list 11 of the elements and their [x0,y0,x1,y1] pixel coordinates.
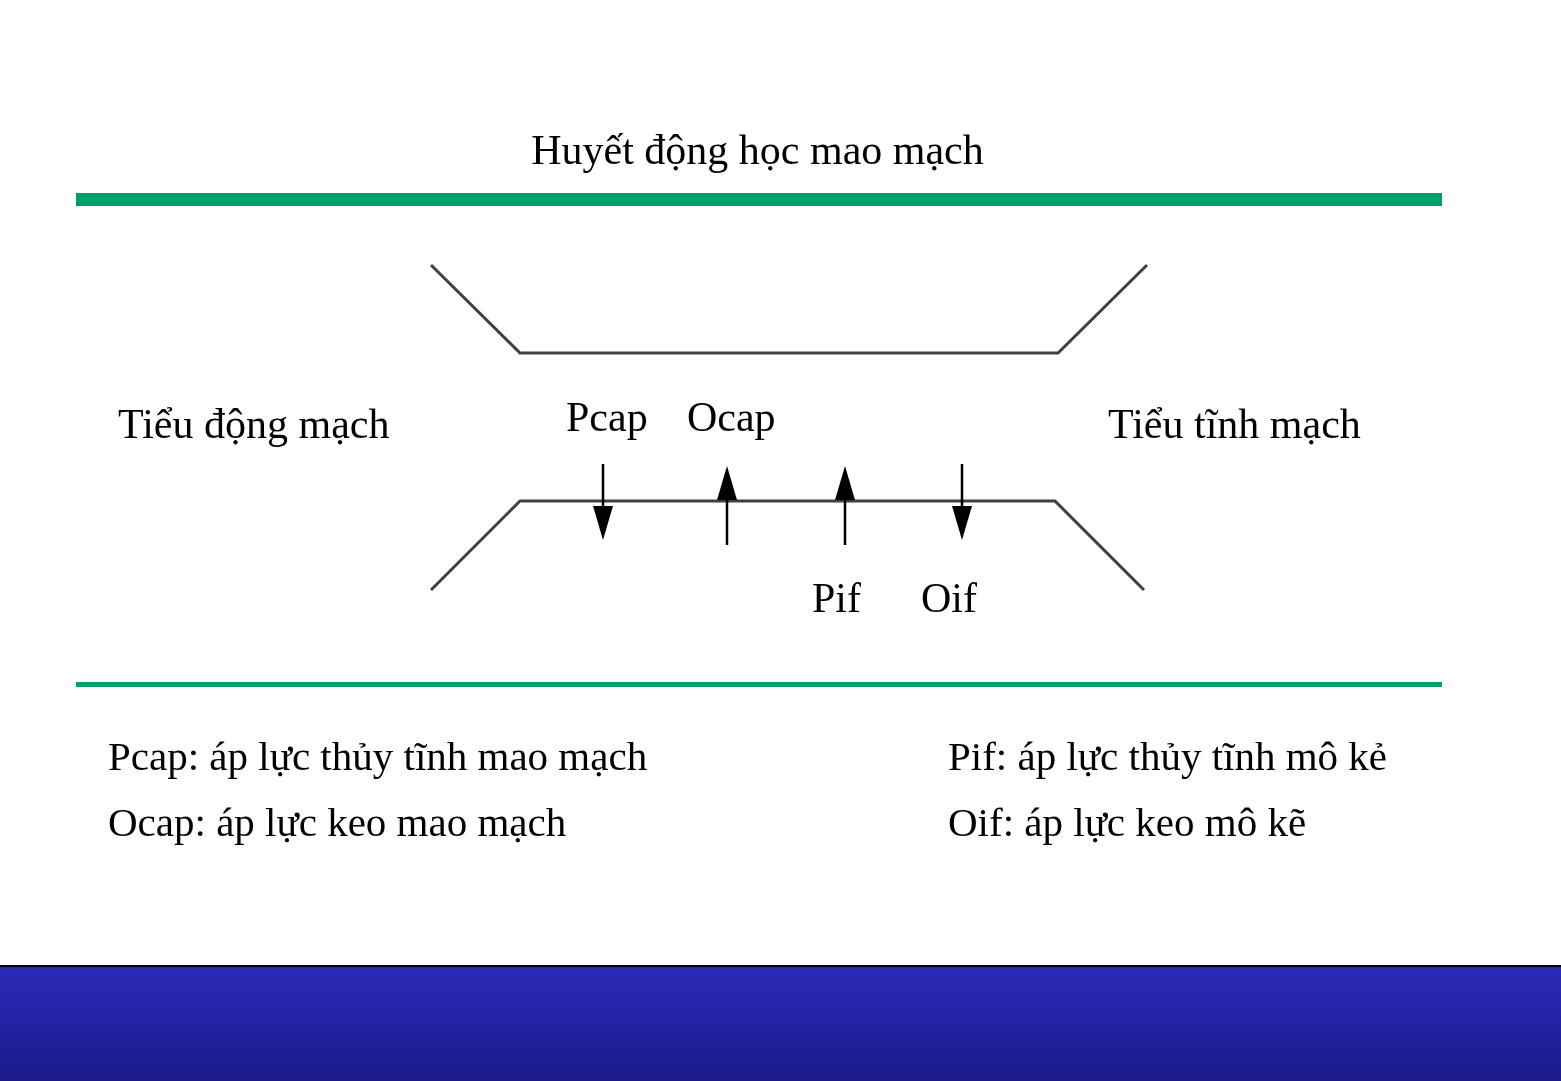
text-label: Tiểu tĩnh mạch [1108,400,1361,449]
text-label: Pif: áp lực thủy tĩnh mô kẻ [948,733,1387,781]
text-label: Pcap [566,393,648,442]
text-label: Oif: áp lực keo mô kẽ [948,799,1307,847]
text-label: Pcap: áp lực thủy tĩnh mao mạch [108,733,648,781]
diagram-title: Huyết động học mao mạch [530,126,985,174]
text-label: Pif [812,574,861,623]
text-label: Ocap: áp lực keo mao mạch [108,799,567,847]
text-label: Oif [921,574,977,623]
text-label: Tiểu động mạch [118,400,390,449]
text-label: Ocap [687,393,776,442]
